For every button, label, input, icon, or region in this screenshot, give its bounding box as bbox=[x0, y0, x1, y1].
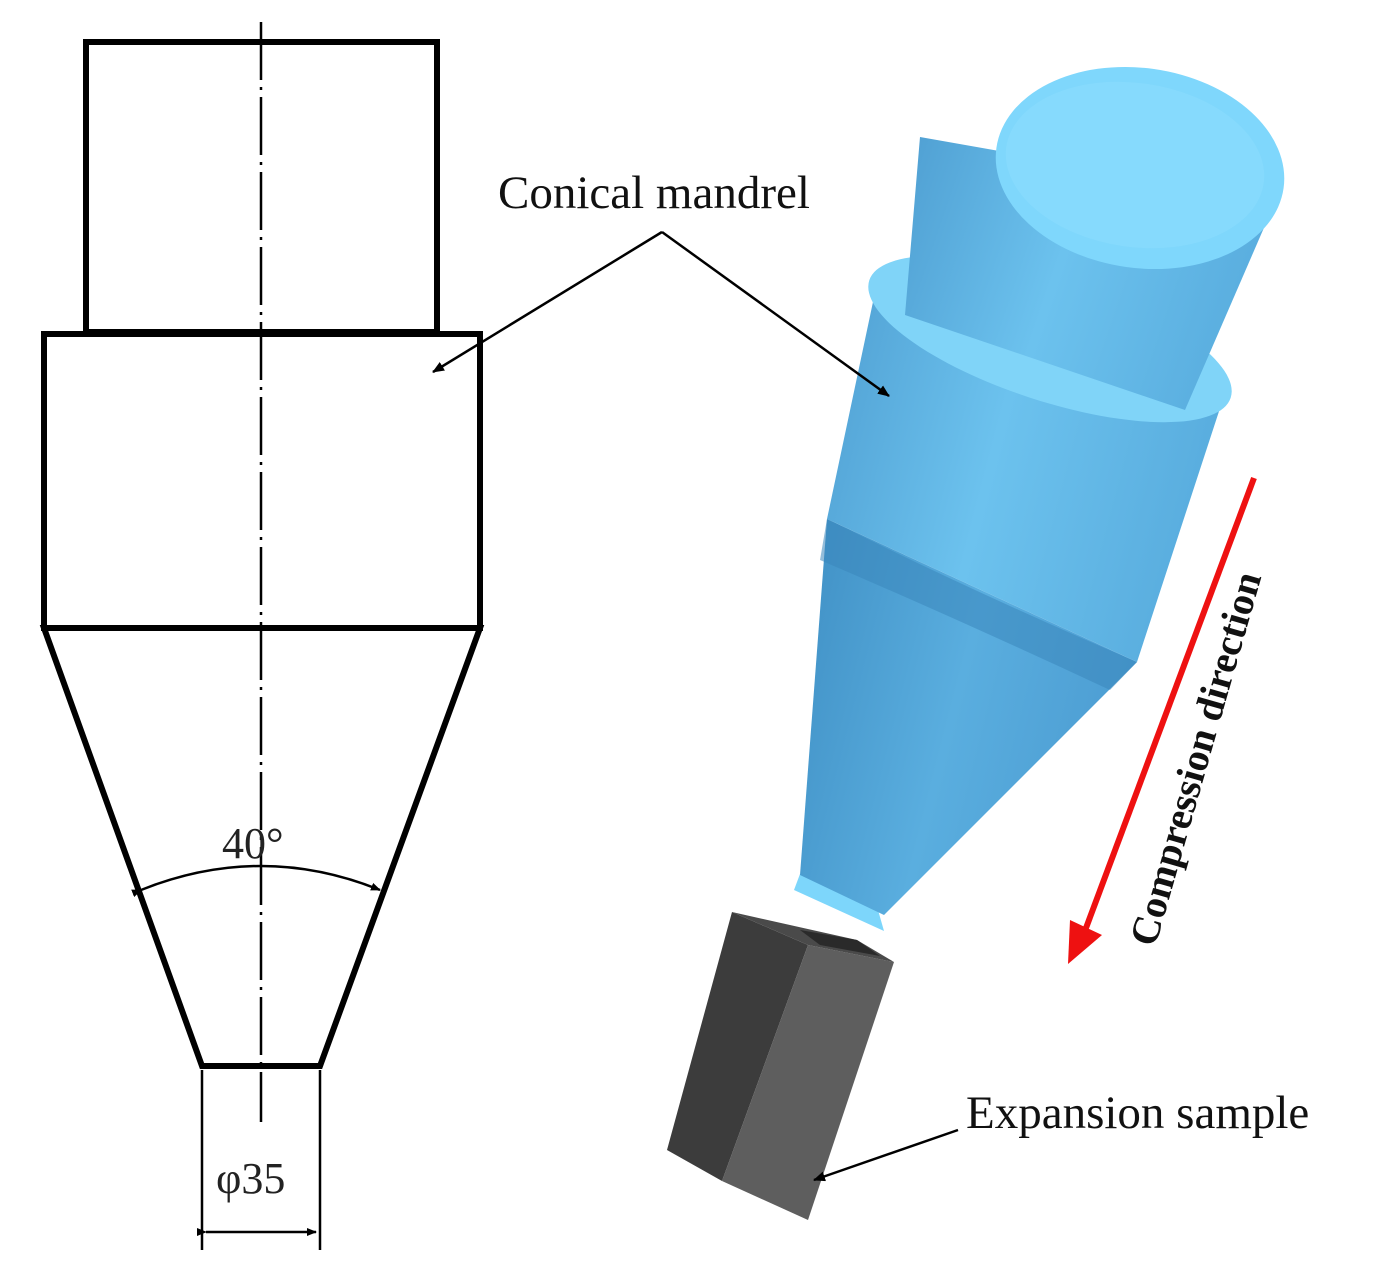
cone-rim-shade bbox=[820, 519, 1137, 690]
leader-line-to-drawing bbox=[432, 230, 663, 374]
cone-outline bbox=[39, 625, 485, 1069]
sample-left-face bbox=[667, 912, 808, 1181]
tip-ring bbox=[794, 874, 884, 931]
leader-line-to-3d bbox=[661, 230, 890, 398]
sample-opening bbox=[800, 930, 880, 956]
conical-mandrel-label: Conical mandrel bbox=[498, 167, 810, 219]
expansion-sample-label: Expansion sample bbox=[966, 1087, 1309, 1139]
technical-drawing: 40° φ35 bbox=[39, 22, 485, 1250]
expansion-sample-3d bbox=[667, 912, 894, 1220]
cone-angle-label: 40° bbox=[222, 819, 284, 868]
leader-line-to-sample bbox=[813, 1128, 959, 1182]
shank-top-highlight bbox=[1005, 81, 1265, 249]
compression-arrow bbox=[1068, 476, 1257, 964]
tip-diameter-label: φ35 bbox=[216, 1154, 285, 1203]
cone-surface bbox=[800, 519, 1137, 915]
sample-front-face bbox=[722, 945, 894, 1220]
mandrel-3d bbox=[794, 66, 1285, 931]
angle-dimension-arc bbox=[131, 864, 381, 898]
